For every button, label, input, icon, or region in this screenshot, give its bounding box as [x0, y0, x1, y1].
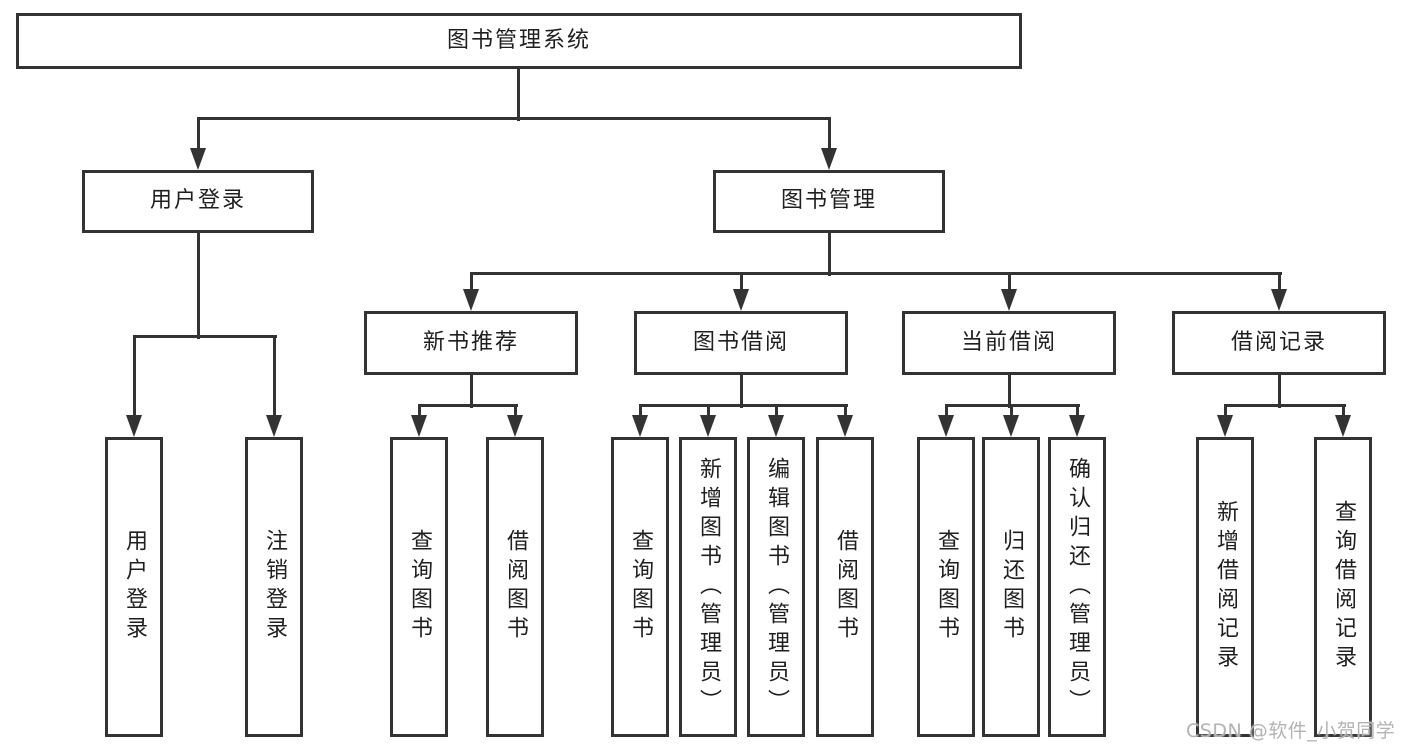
connector-line	[1009, 405, 1013, 419]
leaf-borrow-edit-book-admin: 编辑图书（管理员）	[747, 437, 805, 737]
arrowhead-down-icon	[1217, 415, 1233, 437]
leaf-current-return-book: 归还图书	[982, 437, 1040, 737]
arrowhead-down-icon	[1003, 415, 1019, 437]
leaf-current-query-book: 查询图书	[917, 437, 975, 737]
arrowhead-down-icon	[1271, 289, 1287, 311]
arrowhead-down-icon	[821, 148, 837, 170]
arrowhead-down-icon	[463, 289, 479, 311]
connector-line	[1007, 273, 1011, 293]
arrowhead-down-icon	[507, 415, 523, 437]
leaf-user-login: 用户登录	[105, 437, 163, 737]
connector-line	[944, 405, 948, 419]
connector-line	[470, 271, 1282, 275]
connector-line	[1007, 375, 1011, 408]
connector-line	[197, 116, 831, 120]
arrowhead-down-icon	[768, 415, 784, 437]
node-user-login: 用户登录	[82, 170, 314, 233]
connector-line	[1224, 403, 1346, 407]
connector-line	[1075, 405, 1079, 419]
arrowhead-down-icon	[266, 415, 282, 437]
connector-line	[196, 233, 200, 339]
leaf-borrow-borrow-book: 借阅图书	[816, 437, 874, 737]
connector-line	[706, 405, 710, 419]
connector-line	[196, 118, 200, 154]
connector-line	[945, 403, 1080, 407]
connector-line	[516, 69, 520, 121]
connector-line	[133, 334, 277, 338]
node-current-borrow: 当前借阅	[902, 311, 1116, 375]
leaf-borrow-add-book-admin: 新增图书（管理员）	[679, 437, 737, 737]
connector-line	[513, 405, 517, 419]
arrowhead-down-icon	[190, 148, 206, 170]
leaf-current-confirm-return-admin: 确认归还（管理员）	[1048, 437, 1106, 737]
connector-line	[639, 403, 848, 407]
connector-line	[132, 336, 136, 418]
arrowhead-down-icon	[632, 415, 648, 437]
node-library-management-system: 图书管理系统	[16, 13, 1022, 69]
node-new-book-recommend: 新书推荐	[364, 311, 578, 375]
node-book-management: 图书管理	[713, 170, 945, 233]
connector-line	[827, 118, 831, 154]
leaf-logout: 注销登录	[245, 437, 303, 737]
connector-line	[843, 405, 847, 419]
arrowhead-down-icon	[938, 415, 954, 437]
arrowhead-down-icon	[1069, 415, 1085, 437]
arrowhead-down-icon	[733, 289, 749, 311]
connector-line	[739, 273, 743, 293]
arrowhead-down-icon	[700, 415, 716, 437]
leaf-newrec-query-book: 查询图书	[390, 437, 448, 737]
connector-line	[1277, 375, 1281, 408]
connector-line	[418, 403, 518, 407]
connector-line	[638, 405, 642, 419]
node-book-borrow: 图书借阅	[634, 311, 848, 375]
node-borrow-records: 借阅记录	[1172, 311, 1386, 375]
connector-line	[1223, 405, 1227, 419]
connector-line	[417, 405, 421, 419]
connector-line	[1341, 405, 1345, 419]
arrowhead-down-icon	[126, 415, 142, 437]
connector-line	[469, 375, 473, 408]
connector-line	[827, 233, 831, 276]
leaf-newrec-borrow-book: 借阅图书	[486, 437, 544, 737]
arrowhead-down-icon	[1001, 289, 1017, 311]
connector-line	[469, 273, 473, 293]
arrowhead-down-icon	[411, 415, 427, 437]
leaf-records-add-record: 新增借阅记录	[1196, 437, 1254, 737]
connector-line	[1277, 273, 1281, 293]
connector-line	[272, 336, 276, 418]
arrowhead-down-icon	[837, 415, 853, 437]
leaf-records-query-record: 查询借阅记录	[1314, 437, 1372, 737]
csdn-watermark: CSDN @软件_小贺同学	[1186, 720, 1396, 742]
connector-line	[739, 375, 743, 408]
leaf-borrow-query-book: 查询图书	[611, 437, 669, 737]
arrowhead-down-icon	[1335, 415, 1351, 437]
connector-line	[774, 405, 778, 419]
